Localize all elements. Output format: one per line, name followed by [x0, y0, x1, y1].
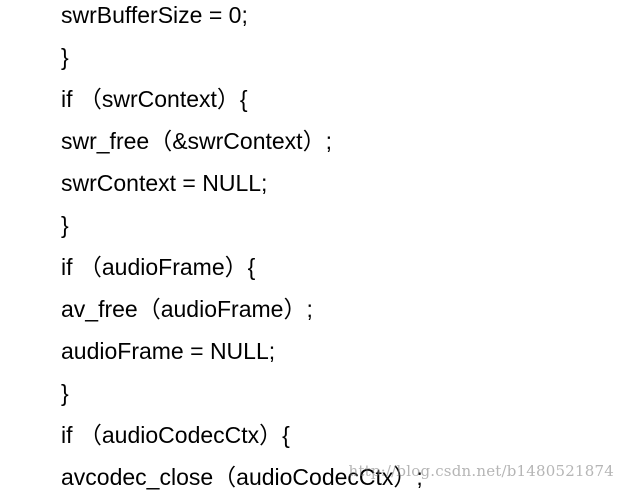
- code-line: if （swrContext）{: [61, 86, 248, 112]
- code-line: }: [61, 44, 69, 70]
- code-line: if （audioFrame）{: [61, 254, 256, 280]
- watermark-text: http://blog.csdn.net/b1480521874: [348, 462, 614, 480]
- code-line: swr_free（&swrContext）;: [61, 128, 332, 154]
- code-line: }: [61, 380, 69, 406]
- code-line: avcodec_close（audioCodecCtx）;: [61, 464, 423, 490]
- code-line: swrContext = NULL;: [61, 170, 268, 196]
- code-listing: swrBufferSize = 0; } if （swrContext）{ sw…: [61, 0, 423, 504]
- code-line: av_free（audioFrame）;: [61, 296, 313, 322]
- code-line: }: [61, 212, 69, 238]
- code-line: audioFrame = NULL;: [61, 338, 276, 364]
- code-line: if （audioCodecCtx）{: [61, 422, 290, 448]
- code-line: swrBufferSize = 0;: [61, 2, 248, 28]
